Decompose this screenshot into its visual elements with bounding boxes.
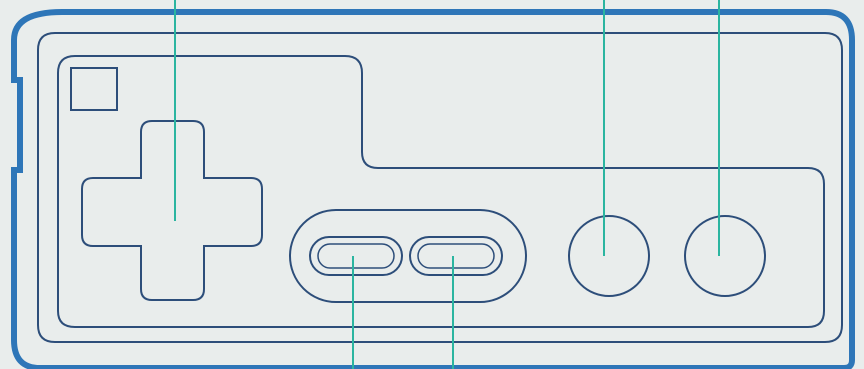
pill-button-right-inner — [417, 243, 495, 269]
small-square-button — [70, 67, 118, 111]
pill-button-right — [409, 236, 503, 276]
d-pad — [81, 120, 263, 301]
round-button-right — [684, 215, 766, 297]
round-button-left — [568, 215, 650, 297]
controller-inner-outline — [37, 32, 843, 343]
pill-buttons-housing — [289, 209, 527, 303]
pill-button-left — [309, 236, 403, 276]
pill-button-left-inner — [317, 243, 395, 269]
controller-outer-shell — [11, 9, 855, 369]
controller-faceplate — [57, 55, 825, 328]
